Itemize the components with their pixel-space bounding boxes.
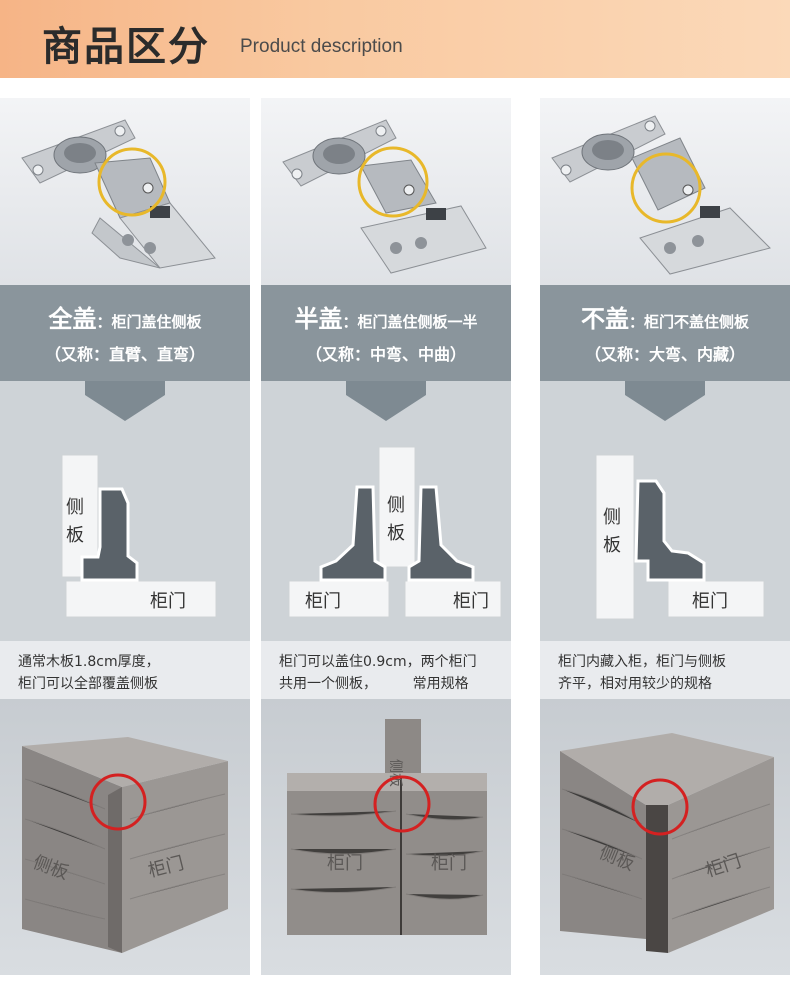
overlay-diagram: 侧 板 柜门 柜门 — [288, 381, 502, 618]
type-detail: ：柜门不盖住侧板 — [628, 313, 749, 331]
page-subtitle: Product description — [240, 36, 403, 57]
down-arrow-icon — [85, 381, 165, 421]
type-name: 不盖 — [580, 305, 629, 333]
description-text: 通常木板1.8cm厚度， 柜门可以全部覆盖侧板 — [18, 654, 160, 692]
description: 柜门内藏入柜，柜门与侧板 齐平，相对用较少的规格 — [540, 641, 790, 699]
type-detail: ：柜门盖住侧板一半 — [342, 313, 478, 331]
description: 通常木板1.8cm厚度， 柜门可以全部覆盖侧板 — [0, 641, 250, 699]
door-label: 柜门 — [150, 591, 186, 612]
wood-photo: 侧板 柜门 — [540, 699, 790, 975]
hinge-photo — [261, 98, 511, 285]
page-header: 商品区分 Product description — [0, 0, 790, 78]
page-title: 商品区分 — [42, 24, 210, 70]
side-panel-label-2: 板 — [66, 525, 84, 546]
type-label: 全盖：柜门盖住侧板 — [0, 299, 250, 334]
type-detail: ：柜门盖住侧板 — [96, 313, 202, 331]
overlay-diagram: 侧 板 柜门 — [61, 381, 217, 618]
wood-photo: 侧板 柜门 — [0, 699, 250, 975]
description: 柜门可以盖住0.9cm，两个柜门 共用一个侧板， 常用规格 — [261, 641, 511, 699]
type-alias: （又称：中弯、中曲） — [305, 345, 466, 364]
wood-photo: 侧板 柜门 柜门 — [261, 699, 511, 975]
column-no-overlay: 不盖：柜门不盖住侧板 （又称：大弯、内藏） 侧 板 柜门 柜门内藏入柜，柜门与侧… — [540, 98, 790, 975]
type-alias: （又称：大弯、内藏） — [584, 345, 745, 364]
type-band: 不盖：柜门不盖住侧板 （又称：大弯、内藏） — [540, 285, 790, 381]
side-panel-label-1: 侧 — [387, 495, 405, 516]
wood-door-label: 柜门 — [327, 853, 363, 874]
type-band: 半盖：柜门盖住侧板一半 （又称：中弯、中曲） — [261, 285, 511, 381]
side-panel-label-1: 侧 — [66, 497, 84, 518]
down-arrow-icon — [625, 381, 705, 421]
door-label: 柜门 — [692, 591, 728, 612]
joint-highlight — [89, 773, 147, 831]
door-label-right: 柜门 — [453, 591, 489, 612]
column-half-overlay: 半盖：柜门盖住侧板一半 （又称：中弯、中曲） 侧 板 柜门 柜门 柜门可以盖住0… — [261, 98, 511, 975]
description-text: 柜门可以盖住0.9cm，两个柜门 共用一个侧板， 常用规格 — [279, 654, 477, 692]
type-band: 全盖：柜门盖住侧板 （又称：直臂、直弯） — [0, 285, 250, 381]
column-full-overlay: 全盖：柜门盖住侧板 （又称：直臂、直弯） 侧 板 柜门 通常木板1.8cm厚度，… — [0, 98, 250, 975]
joint-highlight — [373, 775, 431, 833]
type-label: 不盖：柜门不盖住侧板 — [540, 299, 790, 334]
description-text: 柜门内藏入柜，柜门与侧板 齐平，相对用较少的规格 — [558, 654, 726, 692]
type-alias: （又称：直臂、直弯） — [44, 345, 205, 364]
type-name: 全盖 — [48, 305, 97, 333]
wood-door-label-right: 柜门 — [431, 853, 467, 874]
joint-highlight — [631, 778, 689, 836]
side-panel-label-1: 侧 — [603, 507, 621, 528]
hinge-photo — [0, 98, 250, 285]
side-panel-label-2: 板 — [603, 535, 621, 556]
wood-side-label: 侧板 — [387, 759, 403, 787]
down-arrow-icon — [346, 381, 426, 421]
type-name: 半盖 — [294, 305, 343, 333]
door-label: 柜门 — [305, 591, 341, 612]
side-panel-label-2: 板 — [387, 523, 405, 544]
overlay-diagram: 侧 板 柜门 — [595, 381, 765, 620]
type-label: 半盖：柜门盖住侧板一半 — [261, 299, 511, 334]
hinge-photo — [540, 98, 790, 285]
